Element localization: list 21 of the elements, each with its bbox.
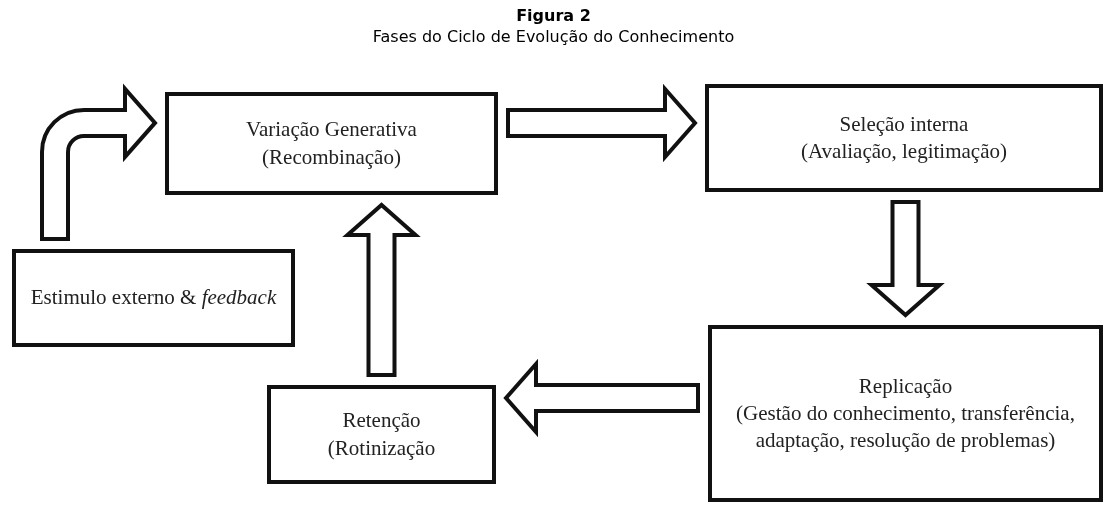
block-arrow bbox=[40, 86, 157, 241]
block-arrow bbox=[866, 200, 945, 318]
box-text: (Gestão do conhecimento, transferência, adaptação, resolução de problemas) bbox=[735, 399, 1076, 455]
box-text: Estimulo externo & feedback bbox=[30, 284, 277, 312]
box-text: Variação Generativa bbox=[246, 116, 417, 144]
process-box bbox=[165, 92, 498, 195]
block-arrow bbox=[342, 202, 421, 377]
box-text: Replicação bbox=[858, 372, 953, 400]
box-text: (Rotinização bbox=[327, 434, 436, 462]
box-text: (Avaliação, legitimação) bbox=[801, 138, 1007, 165]
box-text: Retenção bbox=[342, 407, 421, 435]
process-box bbox=[708, 325, 1103, 502]
box-text: (Recombinação) bbox=[262, 143, 401, 171]
process-box bbox=[705, 84, 1103, 192]
process-box bbox=[267, 385, 496, 484]
block-arrow bbox=[503, 358, 700, 438]
figure-title: Figura 2 bbox=[515, 6, 592, 25]
process-box bbox=[12, 249, 295, 347]
figure-caption: Fases do Ciclo de Evolução do Conhecimento bbox=[371, 27, 736, 46]
box-text: Seleção interna bbox=[839, 110, 969, 138]
block-arrow bbox=[506, 83, 698, 163]
